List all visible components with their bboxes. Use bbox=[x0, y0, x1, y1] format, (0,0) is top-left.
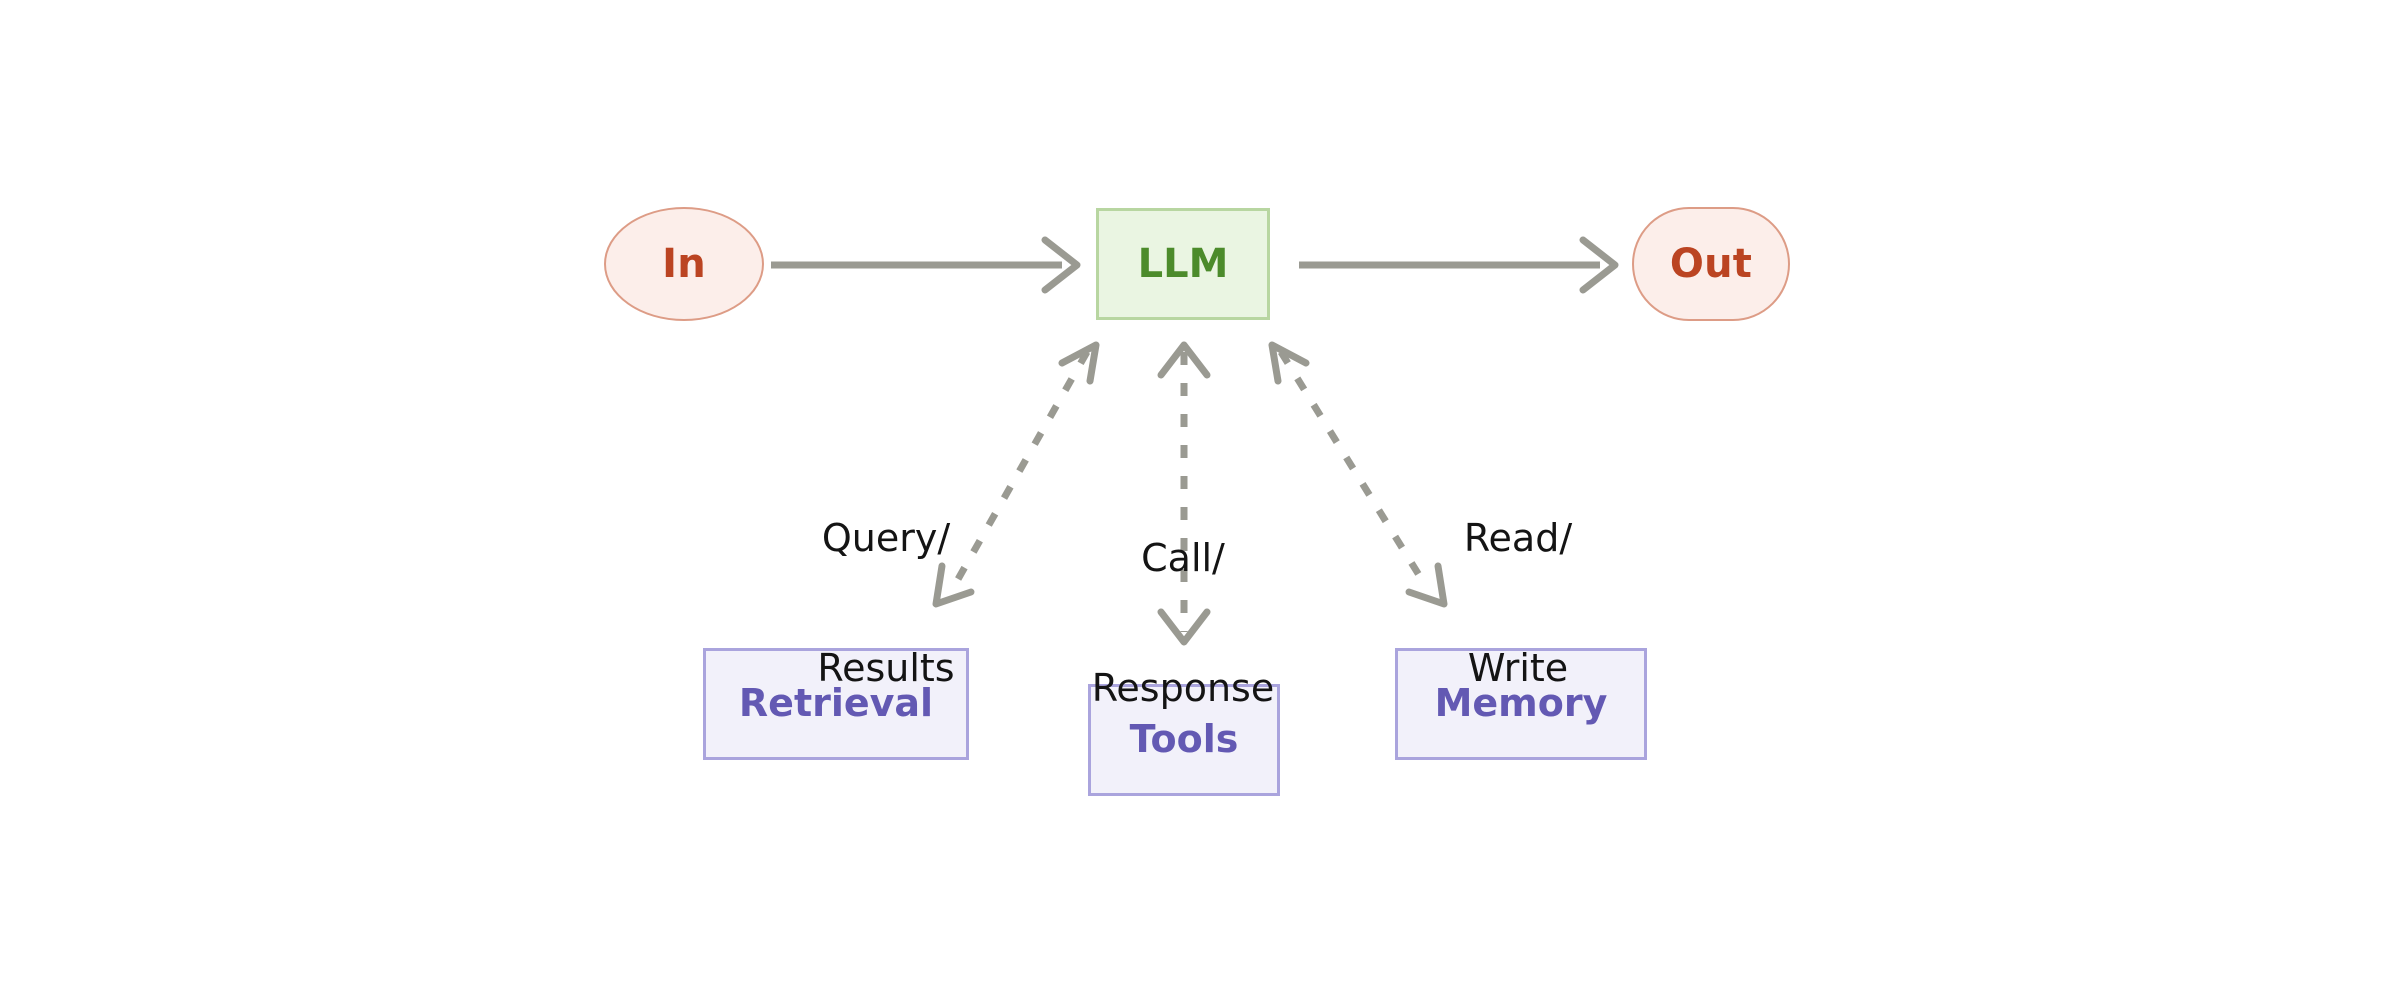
edge-label-read-write: Read/ Write bbox=[1418, 430, 1618, 777]
edge-label-call-response: Call/ Response bbox=[1083, 450, 1283, 797]
edge-label-read-write-line1: Read/ bbox=[1463, 515, 1573, 560]
node-input-label: In bbox=[662, 241, 706, 287]
edge-in-to-llm bbox=[771, 236, 1081, 294]
node-retrieval[interactable]: Retrieval bbox=[703, 648, 969, 760]
edge-llm-to-retrieval bbox=[932, 341, 1100, 608]
edge-label-call-response-line1: Call/ bbox=[1141, 535, 1225, 580]
node-output-label: Out bbox=[1669, 241, 1753, 287]
edge-label-query-results-line2: Results bbox=[817, 645, 955, 690]
edge-label-call-response-line2: Response bbox=[1091, 665, 1275, 710]
edge-label-query-results-line1: Query/ bbox=[821, 515, 951, 560]
node-tools-label: Tools bbox=[1129, 717, 1239, 762]
edge-llm-to-memory bbox=[1268, 341, 1448, 608]
edge-llm-to-out bbox=[1299, 236, 1619, 294]
node-input[interactable]: In bbox=[604, 207, 764, 321]
edge-label-read-write-line2: Write bbox=[1467, 645, 1569, 690]
node-llm-label: LLM bbox=[1137, 241, 1229, 287]
edge-label-query-results: Query/ Results bbox=[786, 430, 986, 777]
node-tools[interactable]: Tools bbox=[1088, 684, 1280, 796]
node-memory-label: Memory bbox=[1434, 681, 1608, 726]
node-memory[interactable]: Memory bbox=[1395, 648, 1647, 760]
node-llm[interactable]: LLM bbox=[1096, 208, 1270, 320]
node-retrieval-label: Retrieval bbox=[738, 681, 934, 726]
node-output[interactable]: Out bbox=[1632, 207, 1790, 321]
edge-llm-to-tools bbox=[1157, 341, 1211, 646]
